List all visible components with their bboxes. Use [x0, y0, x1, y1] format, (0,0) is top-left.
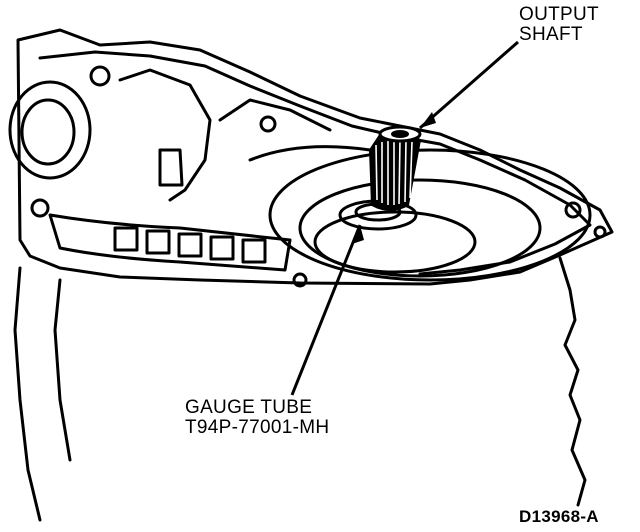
gauge-tube-leader	[290, 224, 362, 396]
gauge-tube-label-line2: T94P-77001-MH	[185, 417, 330, 438]
output-shaft	[368, 125, 422, 211]
central-bore	[268, 148, 592, 282]
left-bore-inner	[20, 98, 76, 166]
gauge-tube-label-line1: GAUGE TUBE	[185, 397, 313, 418]
output-shaft-label-line1: OUTPUT	[519, 4, 599, 25]
output-shaft-label-line2: SHAFT	[519, 24, 583, 45]
output-shaft-label: OUTPUT SHAFT	[519, 5, 599, 45]
output-shaft-leader	[419, 40, 519, 130]
gauge-tube-label: GAUGE TUBE T94P-77001-MH	[185, 398, 329, 438]
rib-window	[113, 226, 139, 252]
figure-id-label: D13968-A	[519, 507, 599, 526]
case-outline	[16, 28, 614, 286]
central-bore-inner	[298, 178, 542, 278]
case-lower-left	[13, 266, 42, 522]
case-flange-inner	[38, 50, 592, 276]
left-bore	[8, 80, 92, 180]
bolt-boss	[89, 65, 111, 87]
case-lower-right	[558, 256, 587, 507]
rib-channel	[48, 213, 292, 272]
